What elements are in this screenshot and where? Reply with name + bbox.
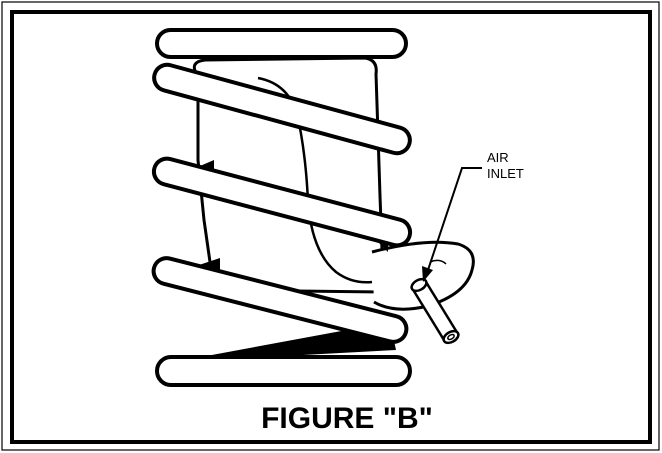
top-plate bbox=[155, 28, 408, 59]
callout-line2: INLET bbox=[487, 166, 524, 181]
inner-border bbox=[10, 10, 652, 444]
figure-caption: FIGURE "B" bbox=[261, 402, 433, 435]
coil-middle bbox=[151, 156, 413, 248]
coil-upper bbox=[152, 62, 412, 156]
air-inlet-tube bbox=[410, 277, 460, 345]
callout-arrowhead bbox=[422, 266, 433, 282]
callout-leader bbox=[427, 167, 482, 271]
coil-lower bbox=[151, 256, 409, 344]
bottom-wedge-shadow bbox=[174, 322, 396, 362]
callout-line1: AIR bbox=[487, 150, 509, 165]
bottom-plate bbox=[155, 355, 412, 387]
